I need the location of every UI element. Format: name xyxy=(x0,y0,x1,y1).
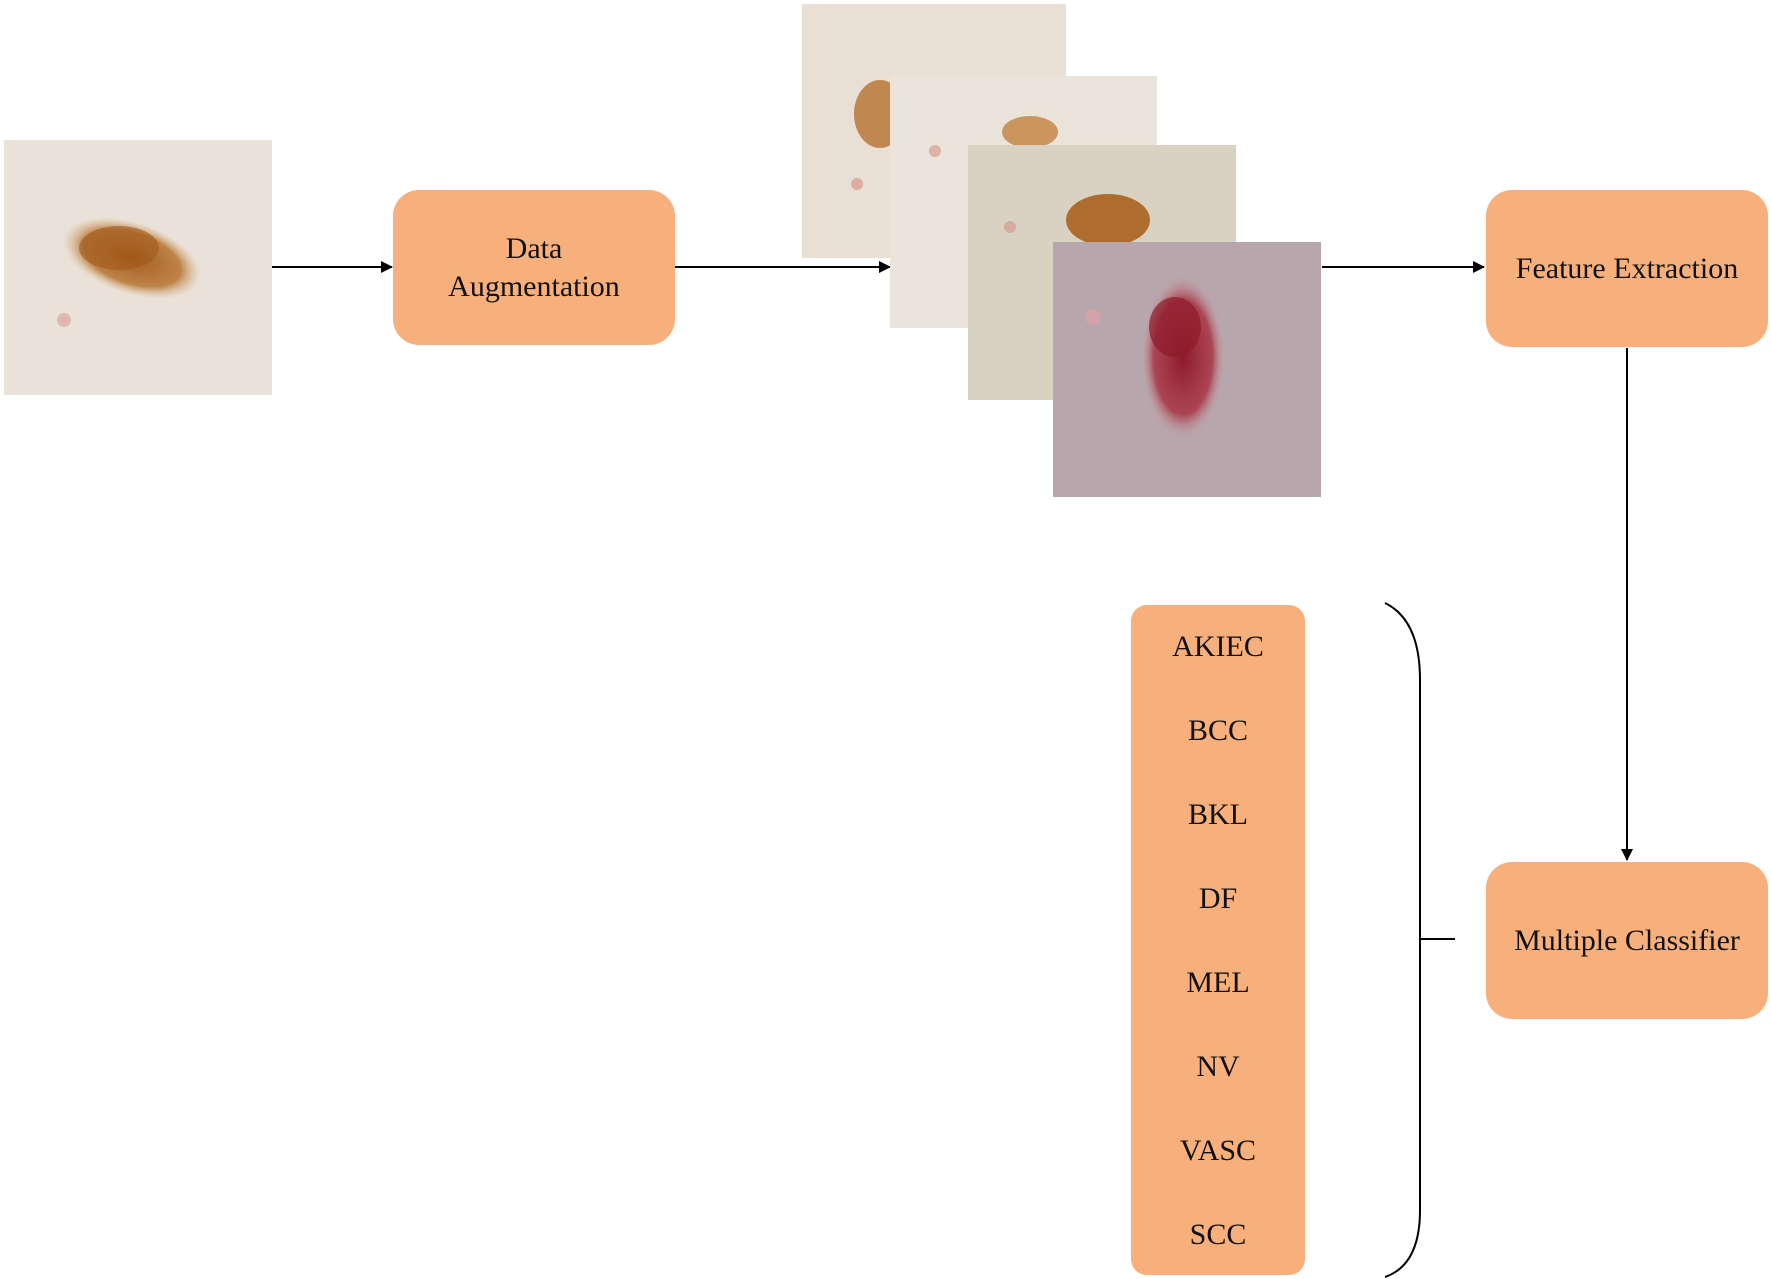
class-label: BCC xyxy=(1187,714,1249,747)
classes-brace xyxy=(1384,602,1421,1278)
class-label: NV xyxy=(1196,1050,1240,1083)
input-lesion-image xyxy=(4,140,272,395)
class-label: MEL xyxy=(1186,966,1250,999)
class-list: AKIEC BCC BKL DF MEL NV VASC SCC xyxy=(1131,605,1305,1275)
class-label: AKIEC xyxy=(1172,630,1264,663)
data-augmentation-box: Data Augmentation xyxy=(393,190,675,345)
class-label: SCC xyxy=(1189,1218,1247,1251)
class-label: BKL xyxy=(1188,798,1248,831)
multiple-classifier-label: Multiple Classifier xyxy=(1514,923,1740,957)
multiple-classifier-box: Multiple Classifier xyxy=(1486,862,1768,1019)
data-augmentation-line2: Augmentation xyxy=(448,269,620,303)
augmented-image-4 xyxy=(1053,242,1321,497)
class-label: DF xyxy=(1198,882,1238,915)
feature-extraction-box: Feature Extraction xyxy=(1486,190,1768,347)
skin-lesion-icon xyxy=(1053,242,1321,497)
data-augmentation-line1: Data xyxy=(505,232,563,265)
skin-lesion-icon xyxy=(4,140,272,395)
class-label: VASC xyxy=(1179,1134,1257,1167)
feature-extraction-label: Feature Extraction xyxy=(1515,251,1739,285)
